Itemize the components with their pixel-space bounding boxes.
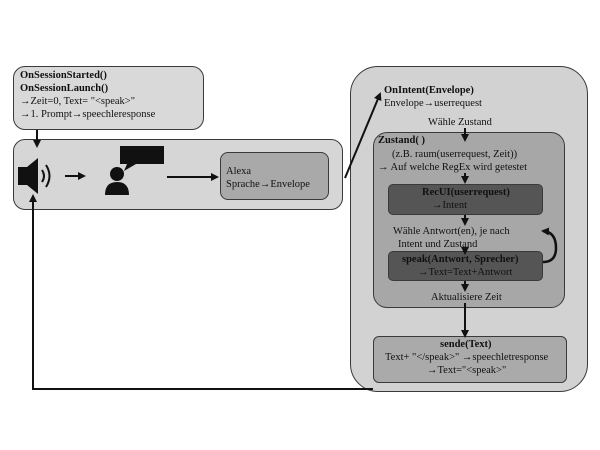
recui-sub: →Intent — [432, 200, 467, 211]
send-line1: Text+ "</speak>" →speechletresponse — [385, 352, 549, 363]
state-regex: → Auf welche RegEx wird getestet — [378, 162, 527, 173]
session-started-label: OnSessionStarted() — [20, 70, 107, 81]
send-title: sende(Text) — [440, 339, 492, 350]
speak-title: speak(Antwort, Sprecher) — [402, 254, 519, 265]
recui-box — [388, 184, 543, 215]
arrow-flow-to-intent — [344, 92, 382, 179]
alexa-box — [220, 152, 329, 200]
update-time-text: Aktualisiere Zeit — [431, 292, 502, 303]
recui-title: RecUI(userrequest) — [422, 187, 510, 198]
state-title: Zustand( ) — [378, 135, 425, 146]
session-prompt-text: →1. Prompt→speechleresponse — [20, 109, 156, 120]
state-example: (z.B. raum(userrequest, Zeit)) — [392, 149, 518, 160]
choose-answer-line1: Wähle Antwort(en), je nach — [393, 226, 510, 237]
send-box — [373, 336, 567, 383]
loop-arrow — [541, 227, 558, 264]
choose-answer-line2: Intent und Zustand — [398, 239, 478, 250]
send-line2: →Text="<speak>" — [427, 365, 507, 376]
alexa-sub: Sprache→Envelope — [226, 179, 310, 190]
return-arrow — [29, 194, 373, 390]
intent-subtitle: Envelope→userrequest — [384, 98, 482, 109]
session-launch-label: OnSessionLaunch() — [20, 83, 109, 94]
choose-state-text: Wähle Zustand — [428, 117, 492, 128]
session-init-text: →Zeit=0, Text= "<speak>" — [20, 96, 136, 107]
speak-sub: →Text=Text+Antwort — [418, 267, 513, 278]
intent-title: OnIntent(Envelope) — [384, 85, 474, 96]
alexa-label: Alexa — [226, 166, 252, 177]
speaker-icon — [18, 158, 51, 194]
person-speaking-icon — [105, 146, 164, 195]
session-start-box — [13, 66, 204, 130]
